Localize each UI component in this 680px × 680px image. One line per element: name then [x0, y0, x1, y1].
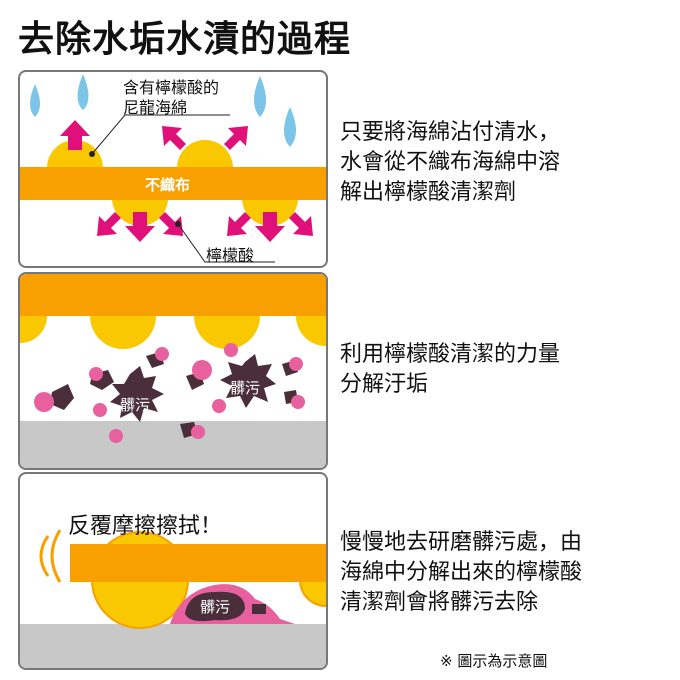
panel-sponge-release: 含有檸檬酸的 尼龍海綿 不織布 檸檬酸 — [18, 70, 328, 268]
description-line: 利用檸檬酸清潔的力量 — [340, 342, 561, 367]
fabric-label: 不織布 — [145, 176, 191, 194]
scrub-illustration — [20, 529, 326, 668]
description-line: 慢慢地去研磨髒污處，由 — [340, 530, 583, 555]
dissolve-illustration — [20, 274, 326, 468]
description-1: 只要將海綿沾付清水， 水會從不織布海綿中溶 解出檸檬酸清潔劑 — [340, 118, 560, 208]
description-2: 利用檸檬酸清潔的力量 分解汙垢 — [340, 340, 560, 400]
dirt-label-1: 髒污 — [120, 396, 151, 414]
description-line: 只要將海綿沾付清水， — [340, 120, 561, 145]
water-drop-icons — [30, 74, 296, 147]
sponge-label: 含有檸檬酸的 — [123, 78, 220, 97]
panel-dissolve: 髒污 髒污 — [18, 272, 328, 470]
description-line: 清潔劑會將髒污去除 — [340, 590, 539, 615]
scrub-label: 反覆摩擦擦拭！ — [68, 514, 223, 539]
acid-arrow-icons — [60, 120, 313, 242]
motion-lines-icon — [39, 529, 62, 583]
dirt-label: 髒污 — [200, 598, 231, 616]
sponge-label-2: 尼龍海綿 — [123, 98, 188, 117]
description-line: 海綿中分解出來的檸檬酸 — [340, 560, 583, 585]
description-3: 慢慢地去研磨髒污處，由 海綿中分解出來的檸檬酸 清潔劑會將髒污去除 — [340, 528, 582, 618]
sponge-illustration — [20, 74, 326, 263]
description-line: 解出檸檬酸清潔劑 — [340, 180, 517, 205]
page-title: 去除水垢水漬的過程 — [18, 19, 352, 60]
panel-scrub: 反覆摩擦擦拭！ 髒污 — [18, 472, 328, 670]
dirt-label-2: 髒污 — [230, 379, 261, 397]
description-line: 水會從不織布海綿中溶 — [340, 150, 561, 175]
illustration-note: ※ 圖示為示意圖 — [440, 652, 548, 670]
description-line: 分解汙垢 — [340, 372, 429, 397]
acid-label: 檸檬酸 — [206, 246, 255, 265]
